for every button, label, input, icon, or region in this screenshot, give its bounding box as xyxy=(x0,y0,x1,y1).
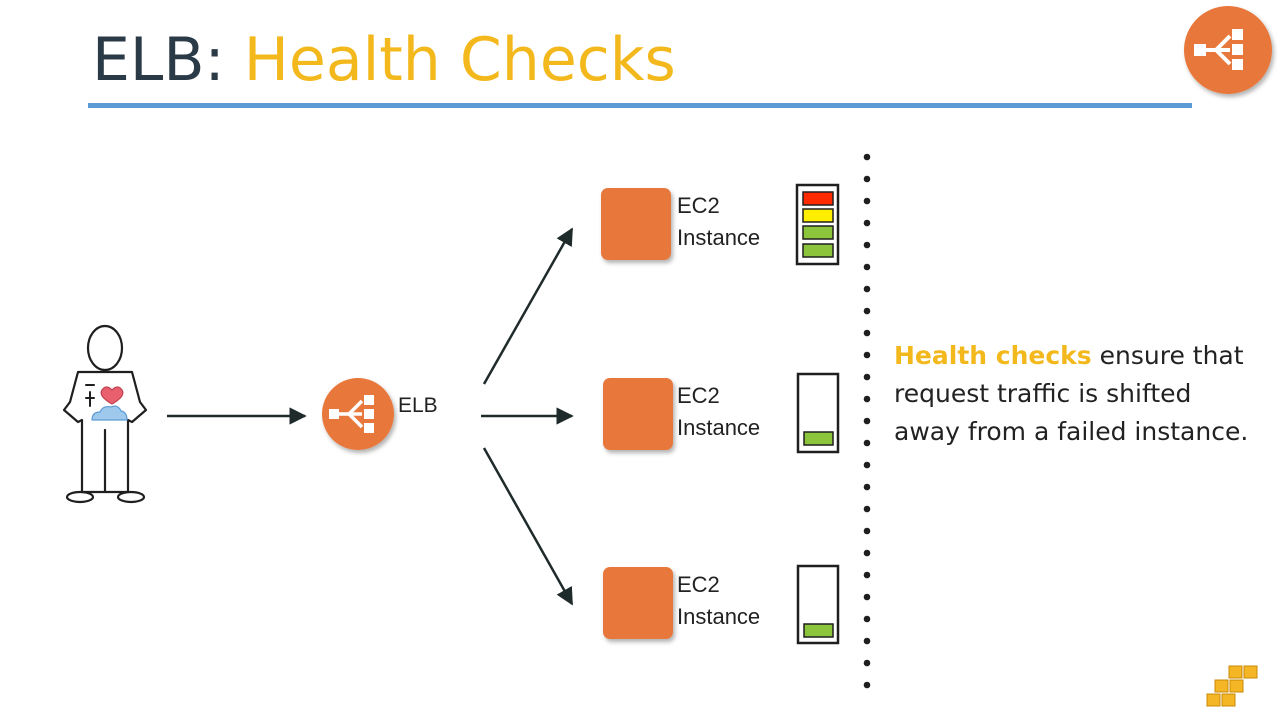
divider-dot xyxy=(863,395,871,403)
ec2-instance-2-icon xyxy=(603,378,673,450)
divider-dot xyxy=(863,417,871,425)
divider-dot xyxy=(863,527,871,535)
divider-dot xyxy=(863,219,871,227)
health-check-description: Health checks ensure that request traffi… xyxy=(894,337,1254,451)
title-divider xyxy=(88,103,1192,108)
divider-dot xyxy=(863,483,871,491)
instance-1-label: EC2 Instance xyxy=(677,190,760,254)
health-meter-1-icon xyxy=(795,183,840,266)
description-highlight: Health checks xyxy=(894,341,1092,370)
description-text: ensure that request traffic is shifted a… xyxy=(894,341,1249,446)
divider-dot xyxy=(863,285,871,293)
elb-corner-icon xyxy=(1184,6,1272,94)
dotted-divider xyxy=(863,153,871,689)
page-title: ELB: Health Checks xyxy=(92,22,676,98)
health-meter-2-icon xyxy=(796,372,840,454)
divider-dot xyxy=(863,175,871,183)
aws-cubes-logo-icon xyxy=(1206,665,1258,707)
divider-dot xyxy=(863,351,871,359)
divider-dot xyxy=(863,263,871,271)
divider-dot xyxy=(863,373,871,381)
divider-dot xyxy=(863,307,871,315)
arrow-elb-to-instance-1 xyxy=(482,227,574,385)
elb-label: ELB xyxy=(398,394,438,417)
elastic-load-balancer-icon xyxy=(322,378,394,450)
divider-dot xyxy=(863,681,871,689)
divider-dot xyxy=(863,329,871,337)
instance-3-line2: Instance xyxy=(677,604,761,629)
instance-3-label: EC2 Instance xyxy=(677,569,760,633)
instance-2-line1: EC2 xyxy=(677,383,720,408)
divider-dot xyxy=(863,593,871,601)
divider-dot xyxy=(863,153,871,161)
arrow-elb-to-instance-3 xyxy=(482,447,574,606)
divider-dot xyxy=(863,637,871,645)
divider-dot xyxy=(863,549,871,557)
title-prefix: ELB: xyxy=(92,25,244,95)
title-highlight: Health Checks xyxy=(243,25,676,95)
health-meter-3-icon xyxy=(796,564,840,645)
ec2-instance-3-icon xyxy=(603,567,673,639)
divider-dot xyxy=(863,461,871,469)
user-i-love-cloud-icon xyxy=(62,324,148,504)
divider-dot xyxy=(863,241,871,249)
divider-dot xyxy=(863,439,871,447)
instance-2-label: EC2 Instance xyxy=(677,380,760,444)
instance-1-line2: Instance xyxy=(677,225,761,250)
divider-dot xyxy=(863,659,871,667)
ec2-instance-1-icon xyxy=(601,188,671,260)
instance-3-line1: EC2 xyxy=(677,572,720,597)
divider-dot xyxy=(863,571,871,579)
divider-dot xyxy=(863,615,871,623)
divider-dot xyxy=(863,505,871,513)
instance-1-line1: EC2 xyxy=(677,193,720,218)
instance-2-line2: Instance xyxy=(677,415,761,440)
divider-dot xyxy=(863,197,871,205)
